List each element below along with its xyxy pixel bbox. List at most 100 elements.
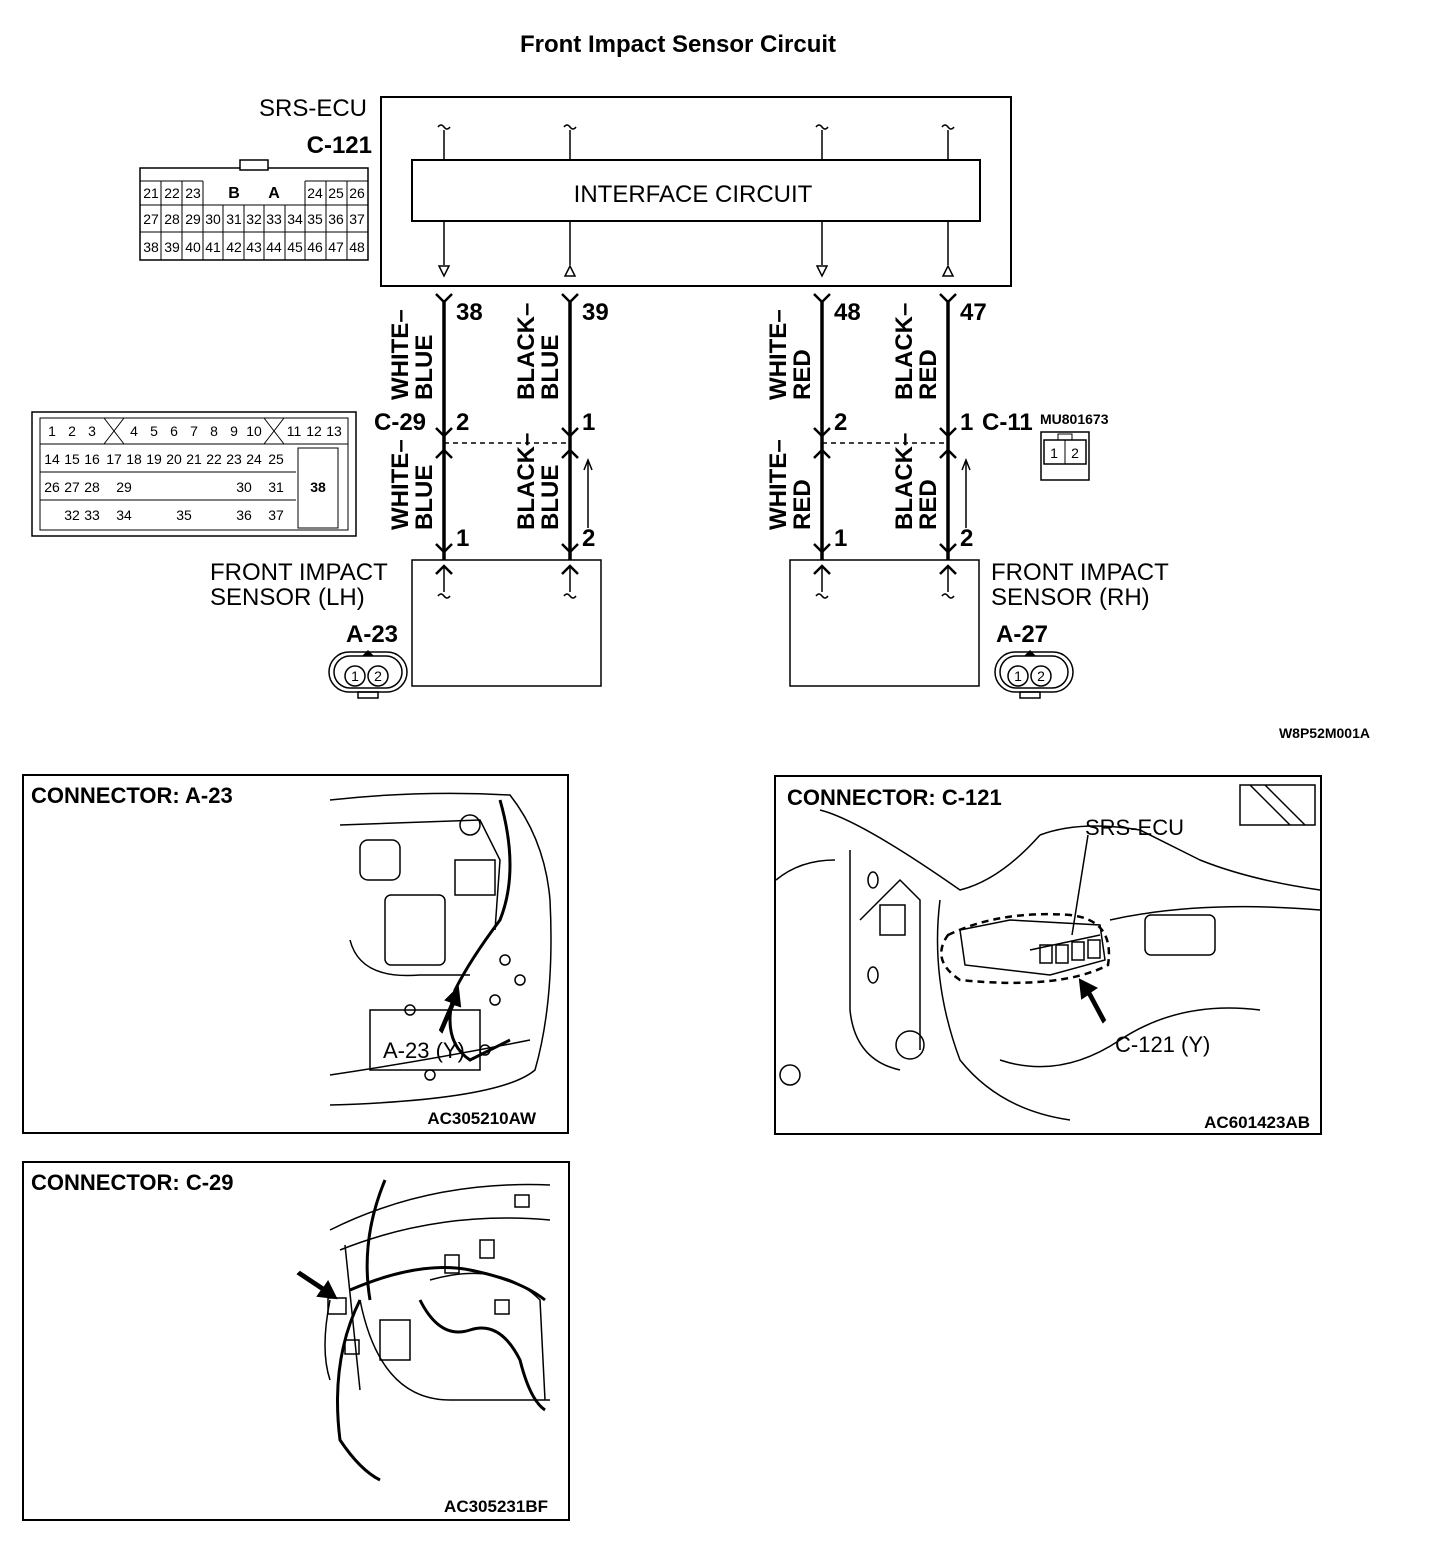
c121-pin: 47 <box>328 239 344 255</box>
c29-pin: 23 <box>226 451 242 467</box>
c29-pin: 10 <box>246 423 262 439</box>
c29-pin: 25 <box>268 451 284 467</box>
c29-pin: 34 <box>116 507 132 523</box>
c29-pin: 6 <box>170 423 178 439</box>
panel-c121-title: CONNECTOR: C-121 <box>787 785 1002 810</box>
c29-pin: 19 <box>146 451 162 467</box>
wire-color-label: WHITE– <box>387 439 414 530</box>
panel-c121-code: AC601423AB <box>1204 1113 1310 1132</box>
current-arrow-icon <box>583 457 971 528</box>
wire-color-label: BLACK– <box>891 433 918 530</box>
c11-pin: 1 <box>1050 445 1058 461</box>
c29-pin: 26 <box>44 479 60 495</box>
ecu-pin-number: 48 <box>834 299 861 326</box>
c121-pin: 32 <box>246 211 262 227</box>
c29-pin: 30 <box>236 479 252 495</box>
ecu-pin-number: 39 <box>582 299 609 326</box>
sensor-pin-number: 2 <box>960 525 973 552</box>
srs-ecu-unit <box>940 912 1111 985</box>
c121-pin: 44 <box>266 239 282 255</box>
srs-ecu-leader <box>1071 834 1089 936</box>
panel-a23-callout: A-23 (Y) <box>383 1038 465 1063</box>
c29-pin: 33 <box>84 507 100 523</box>
ecu-pin-number: 47 <box>960 299 987 326</box>
c29-label: C-29 <box>374 409 426 436</box>
wire-color-label: BLACK– <box>513 433 540 530</box>
a23-connector-face: 1 2 <box>328 650 408 699</box>
sensor-rh-box <box>789 559 980 687</box>
panel-a23-title: CONNECTOR: A-23 <box>31 783 233 808</box>
c121-pin: 25 <box>328 185 344 201</box>
c29-pin: 32 <box>64 507 80 523</box>
callout-arrow-icon <box>1078 978 1107 1024</box>
figure-code: W8P52M001A <box>1279 725 1370 741</box>
a27-pin: 2 <box>1037 668 1045 684</box>
sensor-lh-box <box>411 559 602 687</box>
c11-pin: 2 <box>1071 445 1079 461</box>
panel-c121-label: SRS-ECU <box>1085 815 1184 840</box>
c121-pin: 38 <box>143 239 159 255</box>
sensor-pin-number: 1 <box>834 525 847 552</box>
wire-color-label: RED <box>915 479 942 530</box>
c29-pin: 2 <box>68 423 76 439</box>
c29-pin: 4 <box>130 423 138 439</box>
c29-pin: 1 <box>48 423 56 439</box>
ecu-label: SRS-ECU <box>259 95 367 122</box>
sensor-lh-connector: A-23 <box>346 621 398 648</box>
c29-pin: 21 <box>186 451 202 467</box>
c29-pin: 20 <box>166 451 182 467</box>
wire-color-label: RED <box>915 349 942 400</box>
wire-color-label: WHITE– <box>765 309 792 400</box>
c29-pin: 35 <box>176 507 192 523</box>
c121-pin: 45 <box>287 239 303 255</box>
c121-pin: 29 <box>185 211 201 227</box>
ecu-internal-lines <box>437 124 955 278</box>
c11-label: C-11 <box>982 409 1033 436</box>
c29-pin: 16 <box>84 451 100 467</box>
callout-arrow-icon <box>296 1270 338 1300</box>
c121-pin: 42 <box>226 239 242 255</box>
c29-pin: 3 <box>88 423 96 439</box>
c121-pin: 30 <box>205 211 221 227</box>
console-illustration <box>775 784 1321 1121</box>
engine-bay-illustration <box>329 792 552 1106</box>
c121-pin: 27 <box>143 211 159 227</box>
c29-pin: 14 <box>44 451 60 467</box>
c29-connector-icon <box>327 1297 347 1315</box>
sensor-lh-name: FRONT IMPACT <box>210 559 388 586</box>
sensor-pin-number: 1 <box>456 525 469 552</box>
c29-pin: 5 <box>150 423 158 439</box>
c121-pin: 46 <box>307 239 323 255</box>
c121-pin: 31 <box>226 211 242 227</box>
sensor-rh-name: SENSOR (RH) <box>991 584 1150 611</box>
c121-pin: 39 <box>164 239 180 255</box>
dashboard-illustration <box>324 1179 551 1482</box>
junction-pin-number: 1 <box>960 409 973 436</box>
c121-pin: 22 <box>164 185 180 201</box>
c121-pin: 36 <box>328 211 344 227</box>
wire-color-label: RED <box>789 349 816 400</box>
c29-pin: 9 <box>230 423 238 439</box>
panel-c121-callout: C-121 (Y) <box>1115 1032 1210 1057</box>
c29-pin: 36 <box>236 507 252 523</box>
sensor-internal-lines <box>437 566 955 599</box>
wire-color-label: WHITE– <box>765 439 792 530</box>
c121-connector-face: 21 22 23 B A 24 25 26 27 28 29 30 31 32 … <box>139 159 369 261</box>
c121-pin: 34 <box>287 211 303 227</box>
sensor-terminal-marks <box>434 542 958 576</box>
c121-pin: 40 <box>185 239 201 255</box>
wire-color-label: BLUE <box>537 335 564 400</box>
panel-c29: CONNECTOR: C-29 AC305231BF <box>22 1161 570 1521</box>
c121-pin: 43 <box>246 239 262 255</box>
c29-pin: 24 <box>246 451 262 467</box>
junction-pin-number: 2 <box>456 409 469 436</box>
c29-pin: 7 <box>190 423 198 439</box>
ecu-pin-number: 38 <box>456 299 483 326</box>
c29-pin: 27 <box>64 479 80 495</box>
wire-color-label: RED <box>789 479 816 530</box>
c29-pin: 11 <box>287 423 302 439</box>
wire-color-label: BLUE <box>411 335 438 400</box>
c121-pin: 48 <box>349 239 365 255</box>
wire-lines <box>442 300 950 560</box>
